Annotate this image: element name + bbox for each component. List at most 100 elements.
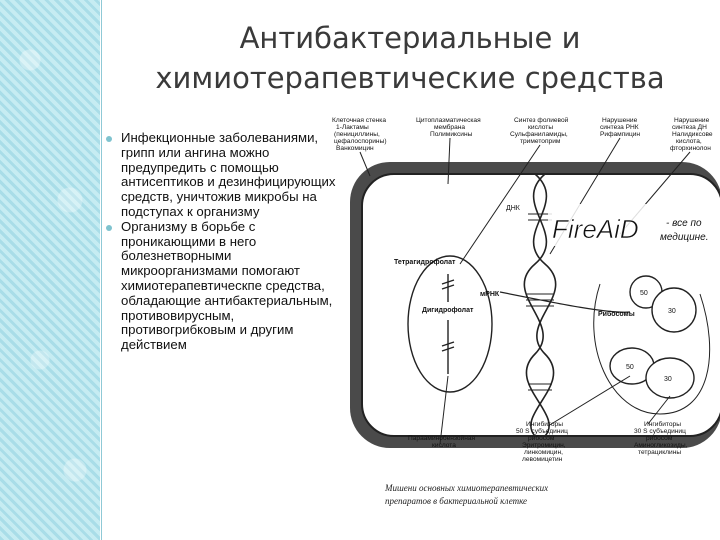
caption-line: Мишени основных химиотерапевтических bbox=[385, 483, 549, 493]
top-label-line: Цитоплазматическая bbox=[416, 117, 481, 124]
svg-text:30 S субъединиц: 30 S субъединиц bbox=[634, 427, 686, 435]
top-label-line: Клеточная стенка bbox=[332, 117, 386, 124]
svg-text:Налидиксове: Налидиксове bbox=[672, 131, 713, 138]
bottom-label-line: кислота bbox=[432, 442, 456, 449]
folate-arrows bbox=[441, 274, 455, 374]
bottom-label-line: Парааминобензойная bbox=[408, 434, 476, 442]
watermark-brand: FireAiD bbox=[552, 214, 639, 244]
mrna-label: мРНК bbox=[480, 291, 500, 298]
svg-text:Парааминобензойная: Парааминобензойная bbox=[408, 434, 476, 442]
svg-text:синтеза РНК: синтеза РНК bbox=[600, 124, 639, 131]
ribosome-bottom: 50 30 bbox=[609, 347, 695, 399]
svg-text:Ингибиторы: Ингибиторы bbox=[526, 420, 563, 428]
svg-text:Сульфаниламиды,: Сульфаниламиды, bbox=[510, 131, 568, 138]
bottom-label-line: линкомицин, bbox=[524, 449, 563, 456]
title-line-2: химиотерапевтические средства bbox=[155, 61, 665, 95]
top-label-line: синтеза РНК bbox=[600, 124, 639, 131]
bullet-text: Организму в борьбе с проникающими в него… bbox=[121, 218, 333, 353]
top-labels: Клеточная стенка 1-Лактамы (пенициллины,… bbox=[332, 116, 713, 152]
svg-text:синтеза ДН: синтеза ДН bbox=[672, 124, 707, 131]
ribosome-50-label: 50 bbox=[626, 364, 634, 371]
top-label-line: фторхинолон bbox=[670, 145, 711, 152]
svg-text:кислота: кислота bbox=[432, 442, 456, 449]
top-label-line: кислоты bbox=[528, 124, 553, 131]
svg-text:кислоты: кислоты bbox=[528, 124, 553, 131]
ribosome-50-label: 50 bbox=[640, 290, 648, 297]
ribosome-30-label: 30 bbox=[664, 376, 672, 383]
svg-text:фторхинолон: фторхинолон bbox=[670, 145, 711, 152]
top-label-line: Нарушение bbox=[674, 117, 710, 124]
bottom-label-line: 50 S субъединиц bbox=[516, 427, 568, 435]
svg-text:кислота,: кислота, bbox=[676, 138, 702, 145]
bottom-label-line: Ингибиторы bbox=[644, 420, 681, 428]
ribosome-top: 50 30 bbox=[629, 275, 697, 333]
svg-text:мембрана: мембрана bbox=[434, 123, 465, 131]
top-label-line: Налидиксове bbox=[672, 131, 713, 138]
dhf-label: Дигидрофолат bbox=[422, 307, 474, 314]
title-line-1: Антибактериальные и bbox=[239, 21, 581, 55]
top-label-line: Рифампицин bbox=[600, 131, 640, 138]
bacterial-cell-diagram: Клеточная стенка 1-Лактамы (пенициллины,… bbox=[332, 116, 720, 463]
top-label-line: Полимиксины bbox=[430, 131, 473, 138]
dna-label: ДНК bbox=[506, 205, 521, 212]
svg-text:левомицетин: левомицетин bbox=[522, 456, 563, 463]
top-label-line: цефалоспорины) bbox=[334, 138, 387, 145]
bullet-list: Инфекционные заболеваниями, грипп или ан… bbox=[104, 130, 336, 353]
top-label-line: Ванкомицин bbox=[336, 145, 374, 152]
svg-text:Полимиксины: Полимиксины bbox=[430, 131, 473, 138]
top-label-line: Синтез фолиевой bbox=[514, 116, 569, 124]
sidebar-divider bbox=[101, 0, 102, 540]
svg-text:цефалоспорины): цефалоспорины) bbox=[334, 138, 387, 145]
bottom-label-line: левомицетин bbox=[522, 456, 563, 463]
ribosomes-label: Рибосомы bbox=[598, 310, 635, 318]
svg-text:рибосом: рибосом bbox=[646, 434, 673, 442]
bottom-label-line: 30 S субъединиц bbox=[634, 427, 686, 435]
svg-text:Ванкомицин: Ванкомицин bbox=[336, 145, 374, 152]
top-label-line: Сульфаниламиды, bbox=[510, 131, 568, 138]
svg-text:Нарушение: Нарушение bbox=[674, 117, 710, 124]
bullet-item: Инфекционные заболеваниями, грипп или ан… bbox=[104, 130, 336, 220]
top-label-line: мембрана bbox=[434, 123, 465, 131]
bottom-pointer-lines bbox=[439, 375, 671, 445]
svg-text:Клеточная стенка: Клеточная стенка bbox=[332, 117, 386, 124]
svg-text:Ингибиторы: Ингибиторы bbox=[644, 420, 681, 428]
svg-text:50 S субъединиц: 50 S субъединиц bbox=[516, 427, 568, 435]
bullet-text: Инфекционные заболеваниями, грипп или ан… bbox=[121, 130, 336, 219]
svg-text:Эритромицин,: Эритромицин, bbox=[522, 442, 566, 449]
svg-text:(пенициллины,: (пенициллины, bbox=[334, 131, 380, 138]
svg-text:линкомицин,: линкомицин, bbox=[524, 449, 563, 456]
slide-title: Антибактериальные и химиотерапевтические… bbox=[110, 18, 710, 98]
svg-text:Рифампицин: Рифампицин bbox=[600, 131, 640, 138]
svg-text:1-Лактамы: 1-Лактамы bbox=[336, 124, 369, 131]
ribosome-30-label: 30 bbox=[668, 308, 676, 315]
svg-text:Нарушение: Нарушение bbox=[602, 117, 638, 124]
top-label-line: триметоприм bbox=[520, 138, 561, 145]
top-label-line: синтеза ДН bbox=[672, 124, 707, 131]
folate-pathway-oval bbox=[407, 255, 493, 393]
caption-line: препаратов в бактериальной клетке bbox=[385, 496, 528, 506]
bottom-label-line: тетрациклины bbox=[638, 449, 681, 456]
bottom-labels: Парааминобензойная кислота Ингибиторы 50… bbox=[408, 420, 688, 463]
dna-helix bbox=[523, 173, 557, 437]
top-label-line: 1-Лактамы bbox=[336, 124, 369, 131]
bottom-label-line: Ингибиторы bbox=[526, 420, 563, 428]
bullet-item: Организму в борьбе с проникающими в него… bbox=[104, 218, 336, 353]
top-label-line: Нарушение bbox=[602, 117, 638, 124]
bottom-label-line: рибосом bbox=[528, 434, 555, 442]
fireaid-watermark: FireAiD - все по медицине. bbox=[548, 204, 720, 246]
watermark-tagline: - все по bbox=[666, 218, 702, 229]
figure-caption: Мишени основных химиотерапевтических пре… bbox=[385, 482, 645, 508]
decorative-sidebar bbox=[0, 0, 100, 540]
cytoplasm-boundary bbox=[593, 283, 711, 415]
watermark-tagline: медицине. bbox=[660, 232, 709, 243]
mrna-strand bbox=[499, 291, 631, 313]
thf-label: Тетрагидрофолат bbox=[394, 259, 456, 266]
svg-text:Синтез фолиевой: Синтез фолиевой bbox=[514, 116, 569, 124]
bottom-label-line: рибосом bbox=[646, 434, 673, 442]
svg-text:тетрациклины: тетрациклины bbox=[638, 449, 681, 456]
svg-text:Аминогликозиды,: Аминогликозиды, bbox=[634, 442, 688, 449]
bottom-label-line: Эритромицин, bbox=[522, 442, 566, 449]
svg-text:Цитоплазматическая: Цитоплазматическая bbox=[416, 117, 481, 124]
top-label-line: (пенициллины, bbox=[334, 131, 380, 138]
svg-text:триметоприм: триметоприм bbox=[520, 138, 561, 145]
